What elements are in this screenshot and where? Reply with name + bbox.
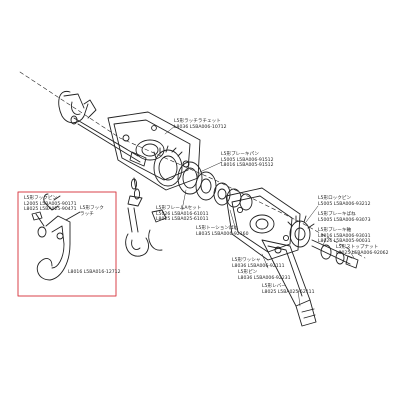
callout-code: L8026 L5BA005-90031 <box>318 239 371 245</box>
callout-brake-shaft: L5形ブレーキ軸 L8016 L5BA006-93031 L8026 L5BA0… <box>318 228 371 245</box>
callout-code: L8025 L5BA006-92062 <box>336 250 389 256</box>
top-bolt <box>70 115 147 167</box>
bottom-frame-plate <box>225 187 301 261</box>
callout-code: L8025 L5BA025-61011 <box>156 217 209 223</box>
callout-name: L5形フレームAセット <box>156 206 202 211</box>
callout-name: L5形ブレーキばね <box>318 212 356 217</box>
callout-stop-nut: L5形ストップナット L8025 L5BA006-92062 <box>336 245 389 256</box>
callout-code: L8036 L5BA006-10712 <box>174 124 227 130</box>
callout-name: L5形フックピン <box>24 196 58 201</box>
callout-code: ラッチ <box>80 211 94 217</box>
small-hook-pieces <box>148 209 167 251</box>
callout-code: L5005 L5BA006-93073 <box>318 217 371 223</box>
callout-ratchet-pawl: L5形ラッチラチェット L8036 L5BA006-10712 <box>174 119 227 130</box>
callout-pin: L5形ピン L8036 L5BA006-92231 <box>238 270 291 281</box>
center-chain <box>125 177 149 257</box>
callout-lock-pin: L5形ロックピン L5005 L5BA006-93212 <box>318 196 371 207</box>
callout-washer: L5形ワッシャ L8036 L5BA006-92111 <box>232 258 285 269</box>
callout-brake-spring: L5形ブレーキばね L5005 L5BA006-93073 <box>318 212 371 223</box>
callout-name: L8016 L5BA016-12712 <box>68 270 121 275</box>
lever-handle <box>261 239 317 327</box>
callout-name: L5形ピン <box>238 270 258 275</box>
hook-inset-frame <box>17 191 117 297</box>
callout-frame-plate: L5形フレームAセット L5026 L5BA016-61011 L8025 L5… <box>156 206 209 223</box>
callout-torsion-spring: L5形トーションばね L8035 L5BA006-92160 <box>196 226 249 237</box>
callout-code: L8035 L5BA006-92160 <box>196 231 249 237</box>
brake-shaft <box>311 239 359 269</box>
callout-code: L5026 L5BA016-61011 <box>156 211 209 217</box>
callout-name: L5形ストップナット <box>336 245 379 250</box>
callout-name: L5形ブレーキパン <box>221 152 259 157</box>
callout-code: L5005 L5BA006-91512 <box>221 157 274 163</box>
callout-name: L5形ラッチラチェット <box>174 119 221 124</box>
callout-code: L8036 L5BA006-92231 <box>238 275 291 281</box>
ratchet-gears <box>153 145 217 201</box>
top-frame-plate <box>107 111 201 191</box>
callout-name: L5形トーションばね <box>196 226 239 231</box>
callout-name: L5形ブレーキ軸 <box>318 228 352 233</box>
leader-lines <box>164 125 355 307</box>
top-hook <box>58 90 97 124</box>
callout-inset-hook: L8016 L5BA016-12712 <box>68 270 121 276</box>
callout-brake-pawl: L5形ブレーキパン L5005 L5BA006-91512 L8016 L5BA… <box>221 152 274 169</box>
callout-code: L8016 L5BA005-91512 <box>221 163 274 169</box>
callout-inset-hook-pin: L5形フックピン L2005 L5BA005-90171 L8025 L5BA0… <box>24 196 77 213</box>
callout-code: L8025 L5BA025-90471 <box>24 207 77 213</box>
callout-code: L8025 L5BA025-52111 <box>262 289 315 295</box>
callout-lever: L5形レバー L8025 L5BA025-52111 <box>262 284 315 295</box>
callout-name: L5形フック <box>80 206 104 211</box>
inset-parts <box>31 193 81 281</box>
callout-code: L2005 L5BA005-90171 <box>24 201 77 207</box>
lever-gear <box>287 215 315 248</box>
callout-code: L8016 L5BA006-93031 <box>318 233 371 239</box>
callout-name: L5形レバー <box>262 284 286 289</box>
callout-name: L5形ワッシャ <box>232 258 261 263</box>
callout-code: L5005 L5BA006-93212 <box>318 201 371 207</box>
assembly-axis <box>19 71 366 259</box>
callout-name: L5形ロックピン <box>318 196 352 201</box>
brake-washers <box>213 182 253 211</box>
callout-inset-latch: L5形フック ラッチ <box>80 206 104 217</box>
callout-code: L8036 L5BA006-92111 <box>232 263 285 269</box>
